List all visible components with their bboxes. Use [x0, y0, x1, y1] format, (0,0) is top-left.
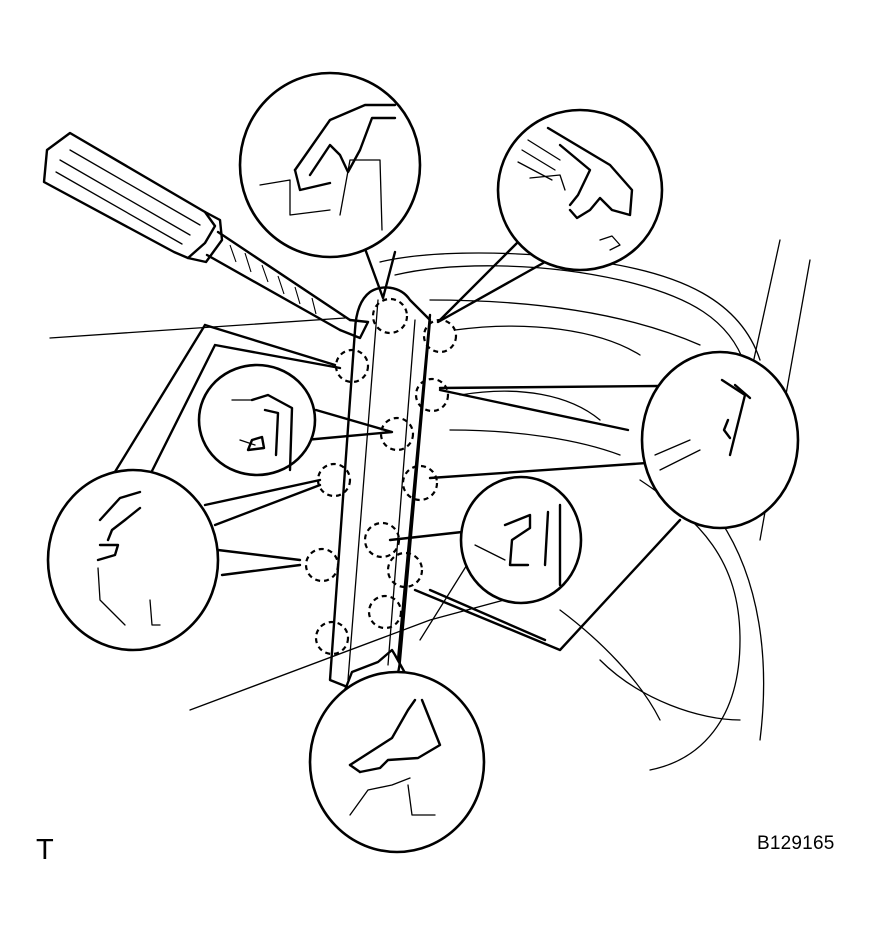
view-code-label: T	[36, 834, 54, 866]
clip-location-markers	[304, 297, 458, 656]
clip-detail-left	[46, 468, 220, 652]
clip-detail-right	[640, 350, 800, 530]
clip-detail-bottom	[308, 670, 486, 854]
clip-detail-center-right	[459, 475, 583, 605]
figure-id-label: B129165	[757, 833, 835, 854]
screwdriver-icon	[42, 131, 370, 340]
callout-connectors	[108, 233, 692, 702]
clip-detail-center-left	[197, 363, 317, 477]
clip-detail-top-right	[496, 108, 664, 272]
clip-detail-top	[238, 71, 422, 259]
